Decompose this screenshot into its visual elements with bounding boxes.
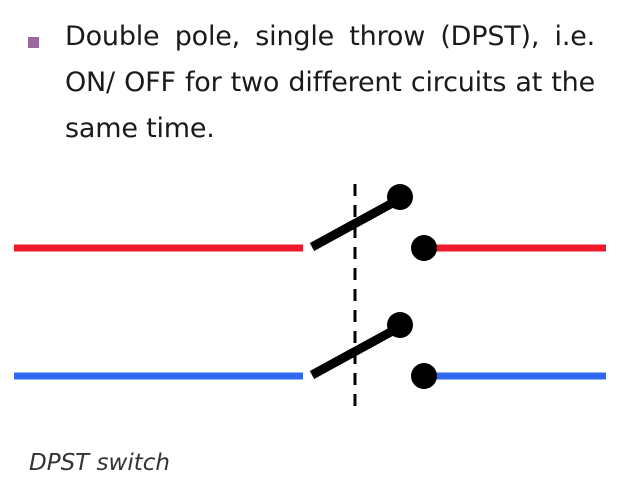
circuit-2-fixed-contact-icon	[411, 363, 437, 389]
bullet-text: Double pole, single throw (DPST), i.e. O…	[65, 21, 595, 144]
circuit-2-pole	[14, 312, 606, 389]
bullet-marker-icon	[28, 37, 39, 48]
figure-caption: DPST switch	[29, 450, 170, 476]
circuit-1-switch-lever	[309, 196, 401, 251]
circuit-2-pivot-contact-icon	[387, 312, 413, 338]
circuit-2-switch-lever	[309, 324, 401, 379]
circuit-1-pivot-contact-icon	[387, 184, 413, 210]
circuit-1-fixed-contact-icon	[411, 235, 437, 261]
circuit-1-pole	[14, 184, 606, 261]
